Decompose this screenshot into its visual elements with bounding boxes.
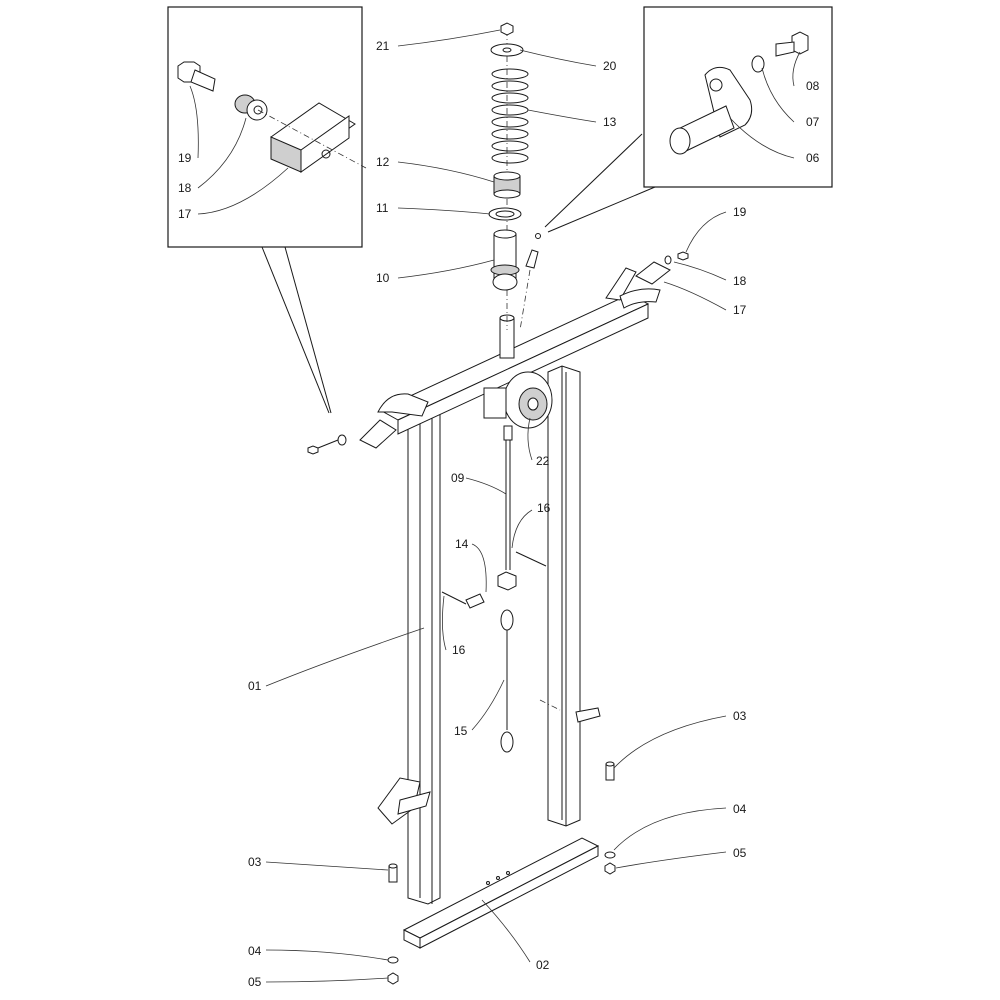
detail-inset-right [544, 6, 833, 233]
nut-05-left [387, 972, 399, 985]
detail-inset-left [167, 6, 367, 414]
callout-07: 07 [806, 115, 820, 129]
callout-15: 15 [454, 724, 468, 738]
callout-16-upper: 16 [537, 501, 551, 515]
callout-04-left: 04 [248, 944, 262, 958]
callout-03-right: 03 [733, 709, 747, 723]
callout-17: 17 [733, 303, 747, 317]
base-plate-02 [402, 837, 600, 949]
main-frame-01 [377, 267, 661, 905]
washer-07-detail [751, 55, 765, 73]
nut-05-right [604, 862, 616, 875]
washer-04-left [387, 956, 399, 964]
washer-04-right [604, 851, 616, 859]
callout-21: 21 [376, 39, 390, 53]
spring-assembly [488, 22, 541, 331]
bracket-17-detail [257, 102, 367, 173]
left-bolt-set [307, 419, 397, 455]
bushing-18-detail [234, 94, 268, 121]
callout-11: 11 [376, 201, 389, 215]
bolt-08-detail [775, 31, 809, 57]
bolt-19-detail [177, 61, 216, 92]
right-bolt-set [635, 251, 689, 285]
callout-17-detail: 17 [178, 207, 192, 221]
bolt-03-right [605, 761, 615, 781]
callout-09: 09 [451, 471, 465, 485]
callout-10: 10 [376, 271, 390, 285]
callout-08: 08 [806, 79, 820, 93]
callout-02: 02 [536, 958, 550, 972]
callout-05-left: 05 [248, 975, 262, 989]
callout-12: 12 [376, 155, 390, 169]
pin-06-detail [669, 66, 753, 155]
callout-06: 06 [806, 151, 820, 165]
callout-18-detail: 18 [178, 181, 192, 195]
bolt-03-left [388, 863, 398, 883]
cable-assembly [441, 425, 561, 753]
callout-labels: 21 20 13 12 11 10 08 07 06 19 18 17 19 1… [178, 39, 820, 989]
callout-03-left: 03 [248, 855, 262, 869]
spring-13 [491, 68, 529, 164]
callout-18: 18 [733, 274, 747, 288]
callout-13: 13 [603, 115, 617, 129]
callout-01: 01 [248, 679, 262, 693]
callout-16-lower: 16 [452, 643, 466, 657]
callout-22: 22 [536, 454, 550, 468]
callout-05-right: 05 [733, 846, 747, 860]
callout-04-right: 04 [733, 802, 747, 816]
callout-20: 20 [603, 59, 617, 73]
leader-lines [189, 29, 801, 983]
callout-19-detail: 19 [178, 151, 192, 165]
pulley-22 [483, 371, 553, 429]
callout-19: 19 [733, 205, 747, 219]
callout-14: 14 [455, 537, 469, 551]
